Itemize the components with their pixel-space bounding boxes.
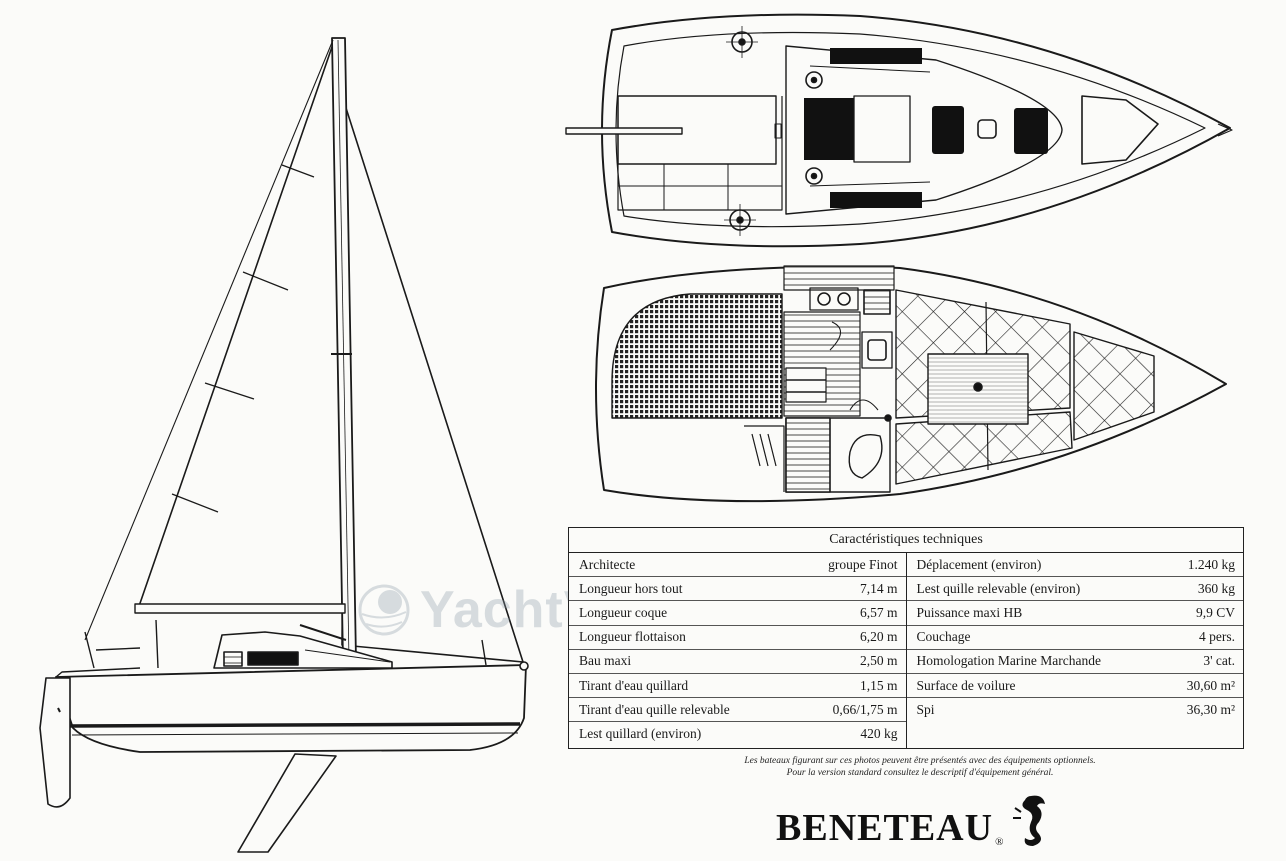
spec-value: 360 kg <box>1197 580 1235 596</box>
table-row: Tirant d'eau quillard 1,15 m <box>569 674 906 699</box>
spec-column-right: Déplacement (environ) 1.240 kg Lest quill… <box>906 553 1244 749</box>
table-row: Longueur hors tout 7,14 m <box>569 577 906 602</box>
spec-label: Architecte <box>579 556 636 572</box>
spec-label: Lest quille relevable (environ) <box>916 580 1081 596</box>
disclaimer: Les bateaux figurant sur ces photos peuv… <box>640 755 1200 779</box>
spec-label: Tirant d'eau quille relevable <box>579 701 730 717</box>
spec-value: 1,15 m <box>859 677 898 693</box>
spec-label: Lest quillard (environ) <box>579 726 702 742</box>
interior-plan <box>595 265 1227 503</box>
brand-registered-mark: ® <box>995 836 1004 848</box>
spec-value: 7,14 m <box>859 580 898 596</box>
spec-value: 2,50 m <box>859 653 898 669</box>
table-row: Longueur coque 6,57 m <box>569 601 906 626</box>
spec-label: Bau maxi <box>579 653 632 669</box>
spec-value: 6,57 m <box>859 604 898 620</box>
table-row: Homologation Marine Marchande 3' cat. <box>906 650 1243 674</box>
spec-label: Tirant d'eau quillard <box>579 677 689 693</box>
spec-label: Homologation Marine Marchande <box>916 653 1101 669</box>
spec-table-title: Caractéristiques techniques <box>569 528 1243 553</box>
spec-value: 36,30 m² <box>1186 702 1235 718</box>
spec-value: 1.240 kg <box>1187 556 1235 572</box>
seahorse-icon <box>1013 795 1046 846</box>
disclaimer-line: Pour la version standard consultez le de… <box>786 768 1054 778</box>
spec-label: Déplacement (environ) <box>916 556 1042 572</box>
brand-logo: BENETEAU® <box>776 795 1053 849</box>
table-row: Couchage 4 pers. <box>906 626 1243 650</box>
table-row: Surface de voilure 30,60 m² <box>906 674 1243 699</box>
brand-name: BENETEAU <box>776 807 994 849</box>
spec-label: Spi <box>916 702 935 718</box>
globe-icon <box>358 584 410 636</box>
table-row: Lest quillard (environ) 420 kg <box>569 722 906 746</box>
spec-value: 9,9 CV <box>1195 604 1235 620</box>
spec-label: Longueur coque <box>579 604 668 620</box>
table-row: Architecte groupe Finot <box>569 553 906 578</box>
table-row: Déplacement (environ) 1.240 kg <box>906 553 1243 578</box>
table-row: Puissance maxi HB 9,9 CV <box>906 601 1243 626</box>
spec-label: Puissance maxi HB <box>916 604 1023 620</box>
spec-value: 4 pers. <box>1199 629 1235 645</box>
spec-table: Caractéristiques techniques Architecte gr… <box>568 527 1244 749</box>
disclaimer-line: Les bateaux figurant sur ces photos peuv… <box>744 756 1096 766</box>
deck-plan <box>565 13 1233 248</box>
table-row: Spi 36,30 m² <box>907 698 1244 722</box>
spec-value: 420 kg <box>860 726 898 742</box>
spec-label: Couchage <box>916 629 971 645</box>
table-row: Longueur flottaison 6,20 m <box>569 626 906 650</box>
spec-value: groupe Finot <box>828 556 898 572</box>
spec-column-left: Architecte groupe Finot Longueur hors tou… <box>569 553 907 749</box>
spec-label: Longueur hors tout <box>579 580 683 596</box>
spec-label: Longueur flottaison <box>579 629 686 645</box>
spec-value: 0,66/1,75 m <box>832 701 898 717</box>
table-row: Lest quille relevable (environ) 360 kg <box>906 577 1243 602</box>
spec-value: 3' cat. <box>1203 653 1235 669</box>
spec-label: Surface de voilure <box>916 677 1016 693</box>
table-row: Tirant d'eau quille relevable 0,66/1,75 m <box>569 698 906 723</box>
side-elevation <box>39 37 529 853</box>
spec-value: 6,20 m <box>859 629 898 645</box>
table-row: Bau maxi 2,50 m <box>569 650 906 674</box>
spec-value: 30,60 m² <box>1186 677 1235 693</box>
